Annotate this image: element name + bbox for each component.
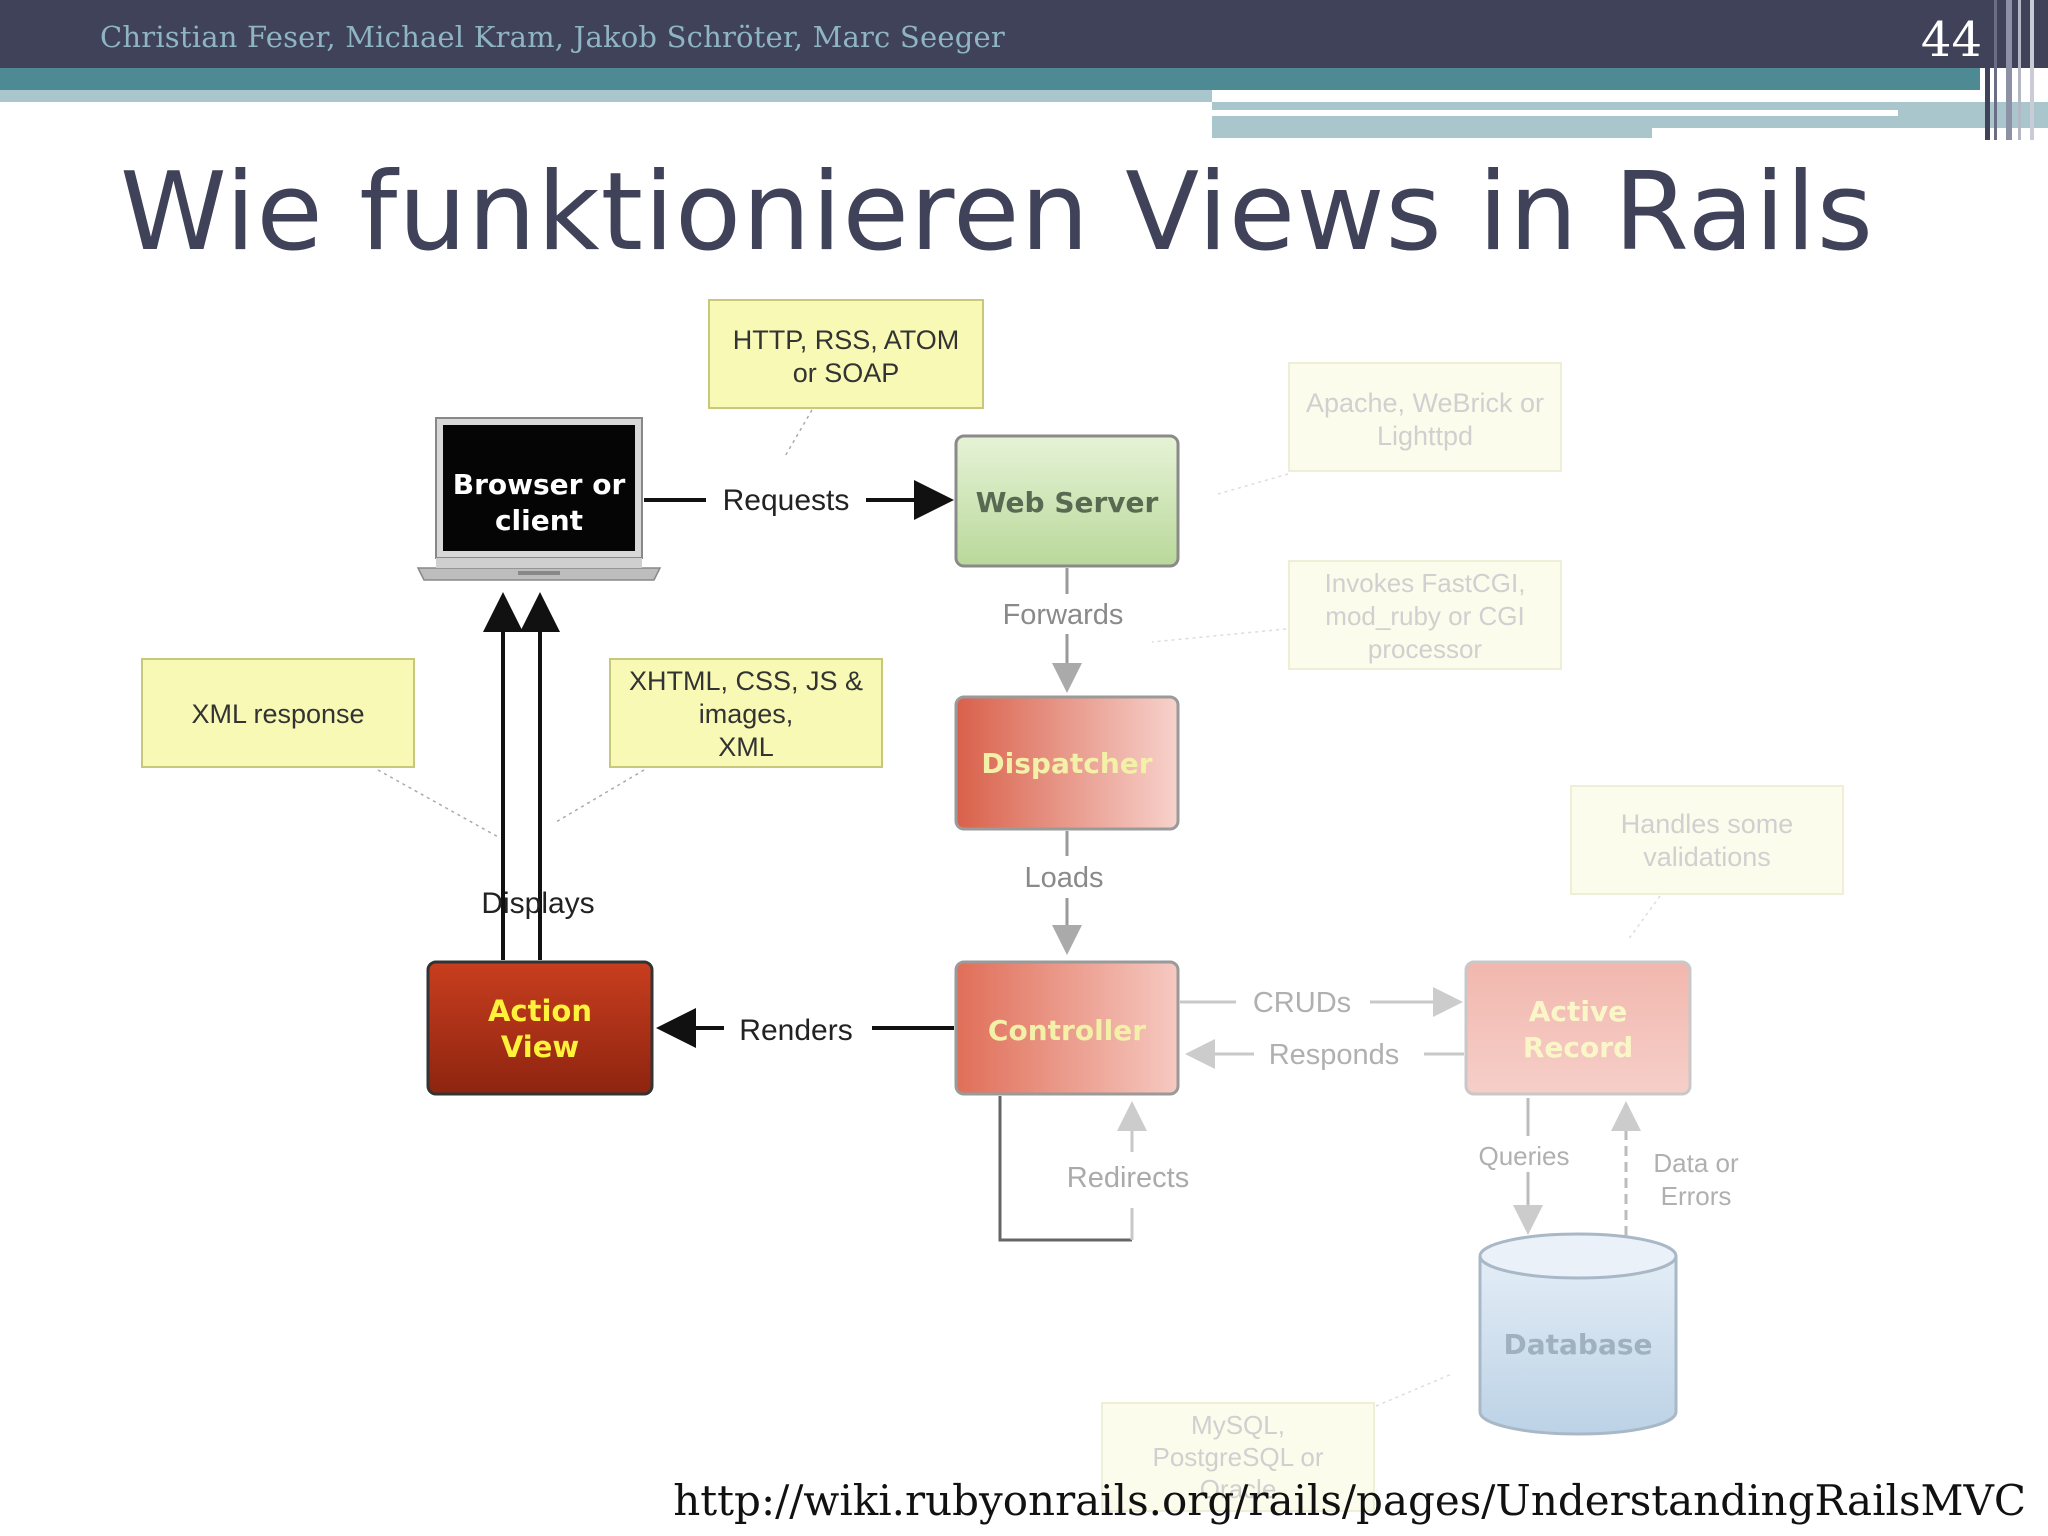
page-number: 44 — [1920, 12, 1982, 68]
header-vertical-line — [1985, 0, 1990, 140]
action-view-label: View — [501, 1030, 579, 1064]
edge-label-displays: Displays — [481, 887, 594, 920]
active-record-label: Record — [1523, 1031, 1633, 1064]
note-mysql: MySQL, PostgreSQL or Oracle — [1101, 1402, 1375, 1512]
redirects-loop-line — [998, 1096, 1132, 1242]
header-band-light — [0, 90, 1212, 102]
edge-label-renders: Renders — [739, 1014, 852, 1047]
note-connector — [1375, 1373, 1453, 1407]
header-band-white-stripe-right — [1652, 128, 2048, 140]
edge-label-loads: Loads — [1024, 862, 1103, 894]
note-text: Handles some — [1621, 809, 1794, 839]
note-text: XHTML, CSS, JS & — [629, 666, 863, 696]
database-label: Database — [1503, 1328, 1652, 1361]
note-xhtml: XHTML, CSS, JS & images, XML — [609, 658, 883, 768]
note-text: images, — [699, 699, 794, 729]
note-text: processor — [1368, 634, 1482, 664]
active-record-box: Active Record — [1464, 960, 1692, 1096]
note-connector — [555, 769, 645, 823]
header-vertical-line — [2018, 0, 2021, 140]
note-connector — [783, 409, 813, 459]
note-text: PostgreSQL or — [1152, 1442, 1323, 1472]
browser-label: client — [495, 504, 583, 537]
browser-label: Browser or — [453, 468, 626, 501]
note-text: HTTP, RSS, ATOM — [733, 325, 960, 355]
edge-label-data-or-errors: Errors — [1661, 1181, 1732, 1211]
edge-label-redirects: Redirects — [1067, 1162, 1190, 1194]
edge-label-requests: Requests — [723, 484, 850, 517]
note-text: validations — [1643, 842, 1771, 872]
note-text: Lighttpd — [1377, 421, 1473, 451]
note-validations: Handles some validations — [1570, 785, 1844, 895]
dispatcher-box: Dispatcher — [954, 695, 1180, 831]
database-cylinder-icon: Database — [1478, 1232, 1678, 1436]
header-band — [0, 68, 1980, 90]
slide-title: Wie funktionieren Views in Rails — [120, 150, 1875, 275]
note-http-rss: HTTP, RSS, ATOM or SOAP — [708, 299, 984, 409]
note-text: MySQL, — [1191, 1410, 1285, 1440]
active-record-label: Active — [1529, 995, 1628, 1028]
note-xml-response: XML response — [141, 658, 415, 768]
action-view-box: Action View — [426, 960, 654, 1096]
note-text: Invokes FastCGI, — [1325, 568, 1526, 598]
header-vertical-line — [2030, 0, 2034, 140]
controller-box: Controller — [954, 960, 1180, 1096]
note-text: XML — [718, 732, 774, 762]
note-text: XML response — [191, 699, 364, 729]
note-connector — [1217, 473, 1289, 495]
edge-label-forwards: Forwards — [1003, 599, 1124, 631]
edge-label-queries: Queries — [1478, 1141, 1569, 1171]
web-server-box: Web Server — [954, 434, 1180, 568]
note-connector — [377, 769, 501, 839]
note-fastcgi: Invokes FastCGI, mod_ruby or CGI process… — [1288, 560, 1562, 670]
header-vertical-line — [2006, 0, 2012, 140]
header-vertical-line — [1994, 0, 1997, 140]
edge-label-cruds: CRUDs — [1253, 987, 1351, 1019]
web-server-label: Web Server — [976, 486, 1159, 519]
source-url[interactable]: http://wiki.rubyonrails.org/rails/pages/… — [673, 1476, 2026, 1525]
note-text: Oracle — [1200, 1474, 1277, 1504]
note-text: Apache, WeBrick or — [1306, 388, 1544, 418]
note-connector — [1627, 895, 1661, 941]
dispatcher-label: Dispatcher — [981, 747, 1152, 780]
controller-label: Controller — [988, 1014, 1146, 1047]
edge-label-responds: Responds — [1269, 1039, 1400, 1071]
note-text: mod_ruby or CGI — [1325, 601, 1524, 631]
note-apache: Apache, WeBrick or Lighttpd — [1288, 362, 1562, 472]
action-view-label: Action — [488, 994, 592, 1028]
header-band-white-stripe — [1212, 110, 1898, 116]
browser-laptop-icon: Browser or client — [416, 417, 662, 581]
note-text: or SOAP — [793, 358, 900, 388]
authors-text: Christian Feser, Michael Kram, Jakob Sch… — [100, 20, 1005, 54]
header-bar — [0, 0, 2048, 68]
note-connector — [1151, 628, 1287, 643]
edge-label-data-or-errors: Data or — [1653, 1148, 1739, 1178]
